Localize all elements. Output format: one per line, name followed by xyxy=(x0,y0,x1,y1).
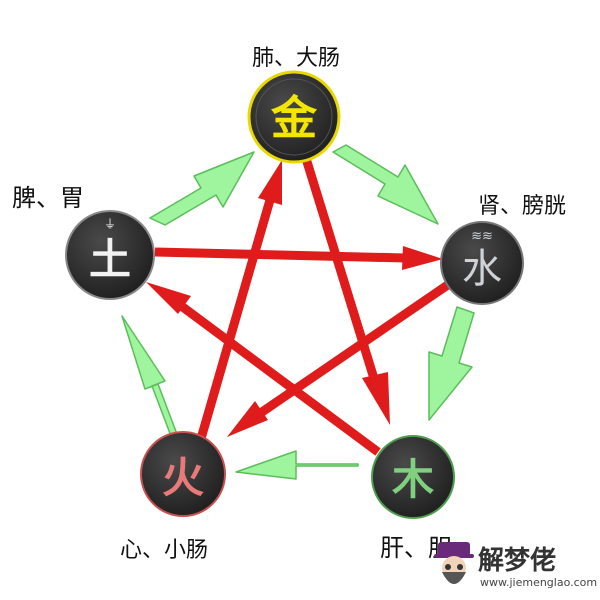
water-organs-label: 肾、膀胱 xyxy=(478,194,567,219)
controlling-head-metal-to-wood xyxy=(362,372,390,425)
controlling-line-wood-to-earth xyxy=(177,301,381,456)
controlling-line-metal-to-wood xyxy=(299,150,381,387)
metal-node: 金 xyxy=(247,70,341,164)
watermark-brand: 解梦佬 xyxy=(478,546,557,576)
controlling-line-earth-to-water xyxy=(154,247,406,263)
metal-symbol: 金 xyxy=(270,91,318,145)
water-steam-icon: ≋≋ xyxy=(471,229,493,244)
generating-arrow-earth-to-metal xyxy=(149,151,255,226)
generating-arrow-metal-to-water xyxy=(332,144,439,225)
water-node: ≋≋ 水 xyxy=(440,221,524,305)
watermark: 解梦佬 www.jiemenglao.com xyxy=(430,538,600,598)
fire-node: 火 xyxy=(140,431,226,517)
water-symbol: 水 xyxy=(462,246,502,292)
generating-arrow-fire-to-earth xyxy=(121,315,181,445)
watermark-url: www.jiemenglao.com xyxy=(480,576,598,589)
generating-arrow-water-to-wood xyxy=(428,306,475,421)
controlling-head-earth-to-water xyxy=(402,246,443,270)
controlling-head-water-to-fire xyxy=(227,401,268,437)
fire-symbol: 火 xyxy=(162,453,204,502)
earth-cap-icon: ⏚ xyxy=(104,217,116,231)
metal-organs-label: 肺、大肠 xyxy=(252,46,341,71)
generating-arrow-wood-to-fire xyxy=(235,450,359,480)
controlling-line-water-to-fire xyxy=(259,278,455,416)
controlling-head-fire-to-metal xyxy=(258,160,282,205)
earth-organs-label: 脾、胃 xyxy=(12,184,84,212)
controlling-line-fire-to-metal xyxy=(195,198,275,444)
controlling-head-wood-to-earth xyxy=(146,282,191,314)
earth-node: ⏚ 土 xyxy=(65,210,155,300)
earth-symbol: 土 xyxy=(89,235,131,284)
wood-node: 木 xyxy=(371,435,455,519)
wood-symbol: 木 xyxy=(392,455,434,504)
fire-organs-label: 心、小肠 xyxy=(120,538,209,563)
bearded-man-logo-icon xyxy=(434,542,474,584)
